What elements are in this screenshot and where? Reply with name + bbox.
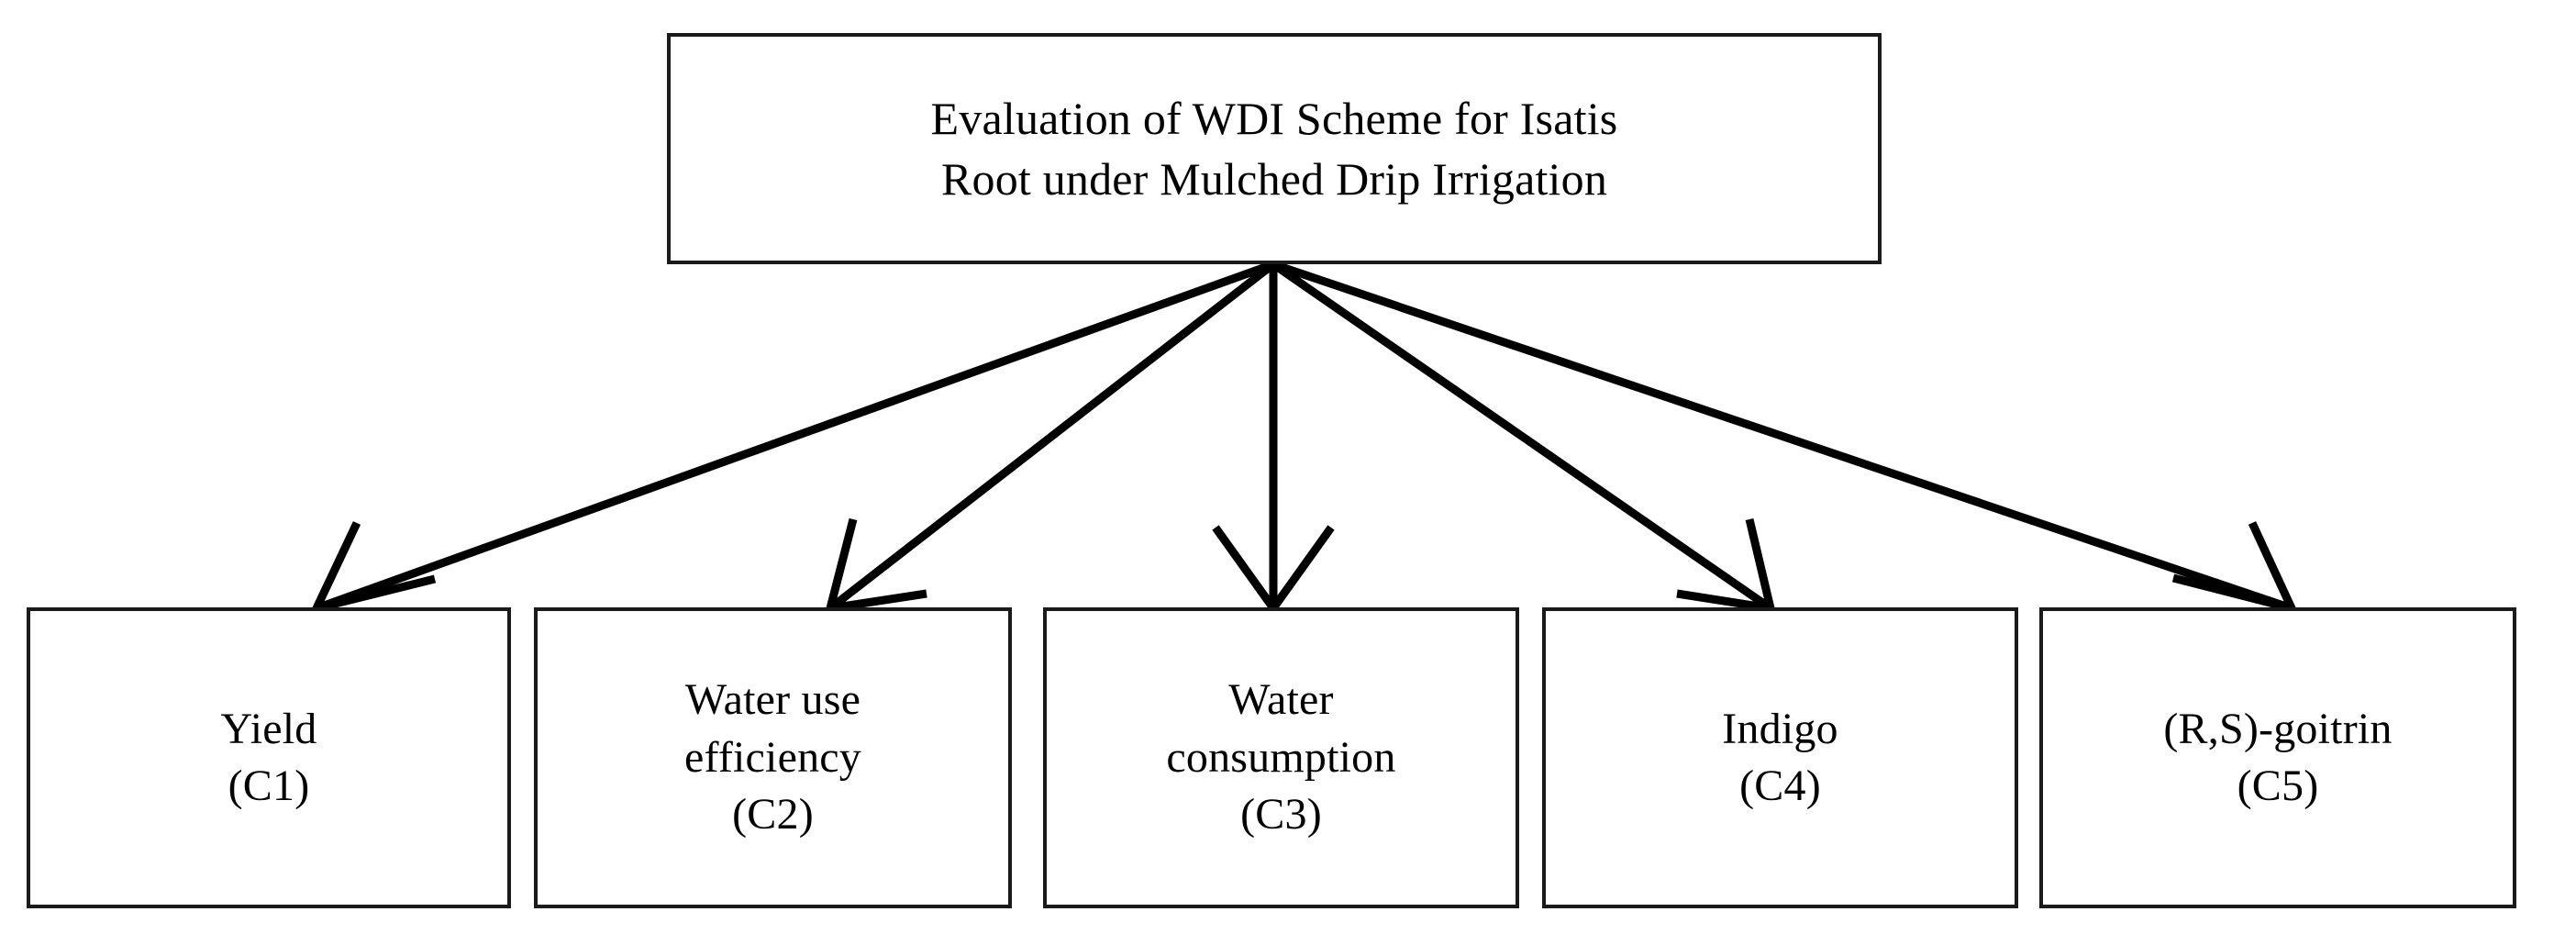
arrowhead-c5 — [2171, 521, 2300, 615]
criterion-node-c1-label: Yield (C1) — [220, 704, 317, 810]
connector-goal-to-c2 — [827, 261, 1276, 612]
criterion-node-c1[interactable]: Yield (C1) — [27, 607, 511, 908]
criterion-node-c4-label: Indigo (C4) — [1722, 704, 1838, 810]
criterion-node-c2-label: Water use efficiency (C2) — [684, 675, 861, 839]
goal-node[interactable]: Evaluation of WDI Scheme for Isatis Root… — [667, 33, 1882, 264]
criterion-node-c5[interactable]: (R,S)-goitrin (C5) — [2039, 607, 2516, 908]
connector-goal-to-c1 — [315, 260, 1275, 613]
arrowhead-c3 — [1212, 525, 1335, 616]
arrowhead-c2 — [824, 517, 927, 614]
connector-goal-to-c5 — [1271, 260, 2293, 613]
criterion-node-c4[interactable]: Indigo (C4) — [1542, 607, 2018, 908]
criterion-node-c3[interactable]: Water consumption (C3) — [1043, 607, 1519, 908]
connector-goal-to-c4 — [1271, 261, 1773, 612]
goal-node-label: Evaluation of WDI Scheme for Isatis Root… — [930, 93, 1618, 205]
arrowhead-c4 — [1676, 517, 1776, 614]
criterion-node-c2[interactable]: Water use efficiency (C2) — [534, 607, 1012, 908]
criterion-node-c5-label: (R,S)-goitrin (C5) — [2163, 704, 2393, 810]
arrowhead-c1 — [308, 521, 437, 615]
criterion-node-c3-label: Water consumption (C3) — [1166, 675, 1396, 839]
